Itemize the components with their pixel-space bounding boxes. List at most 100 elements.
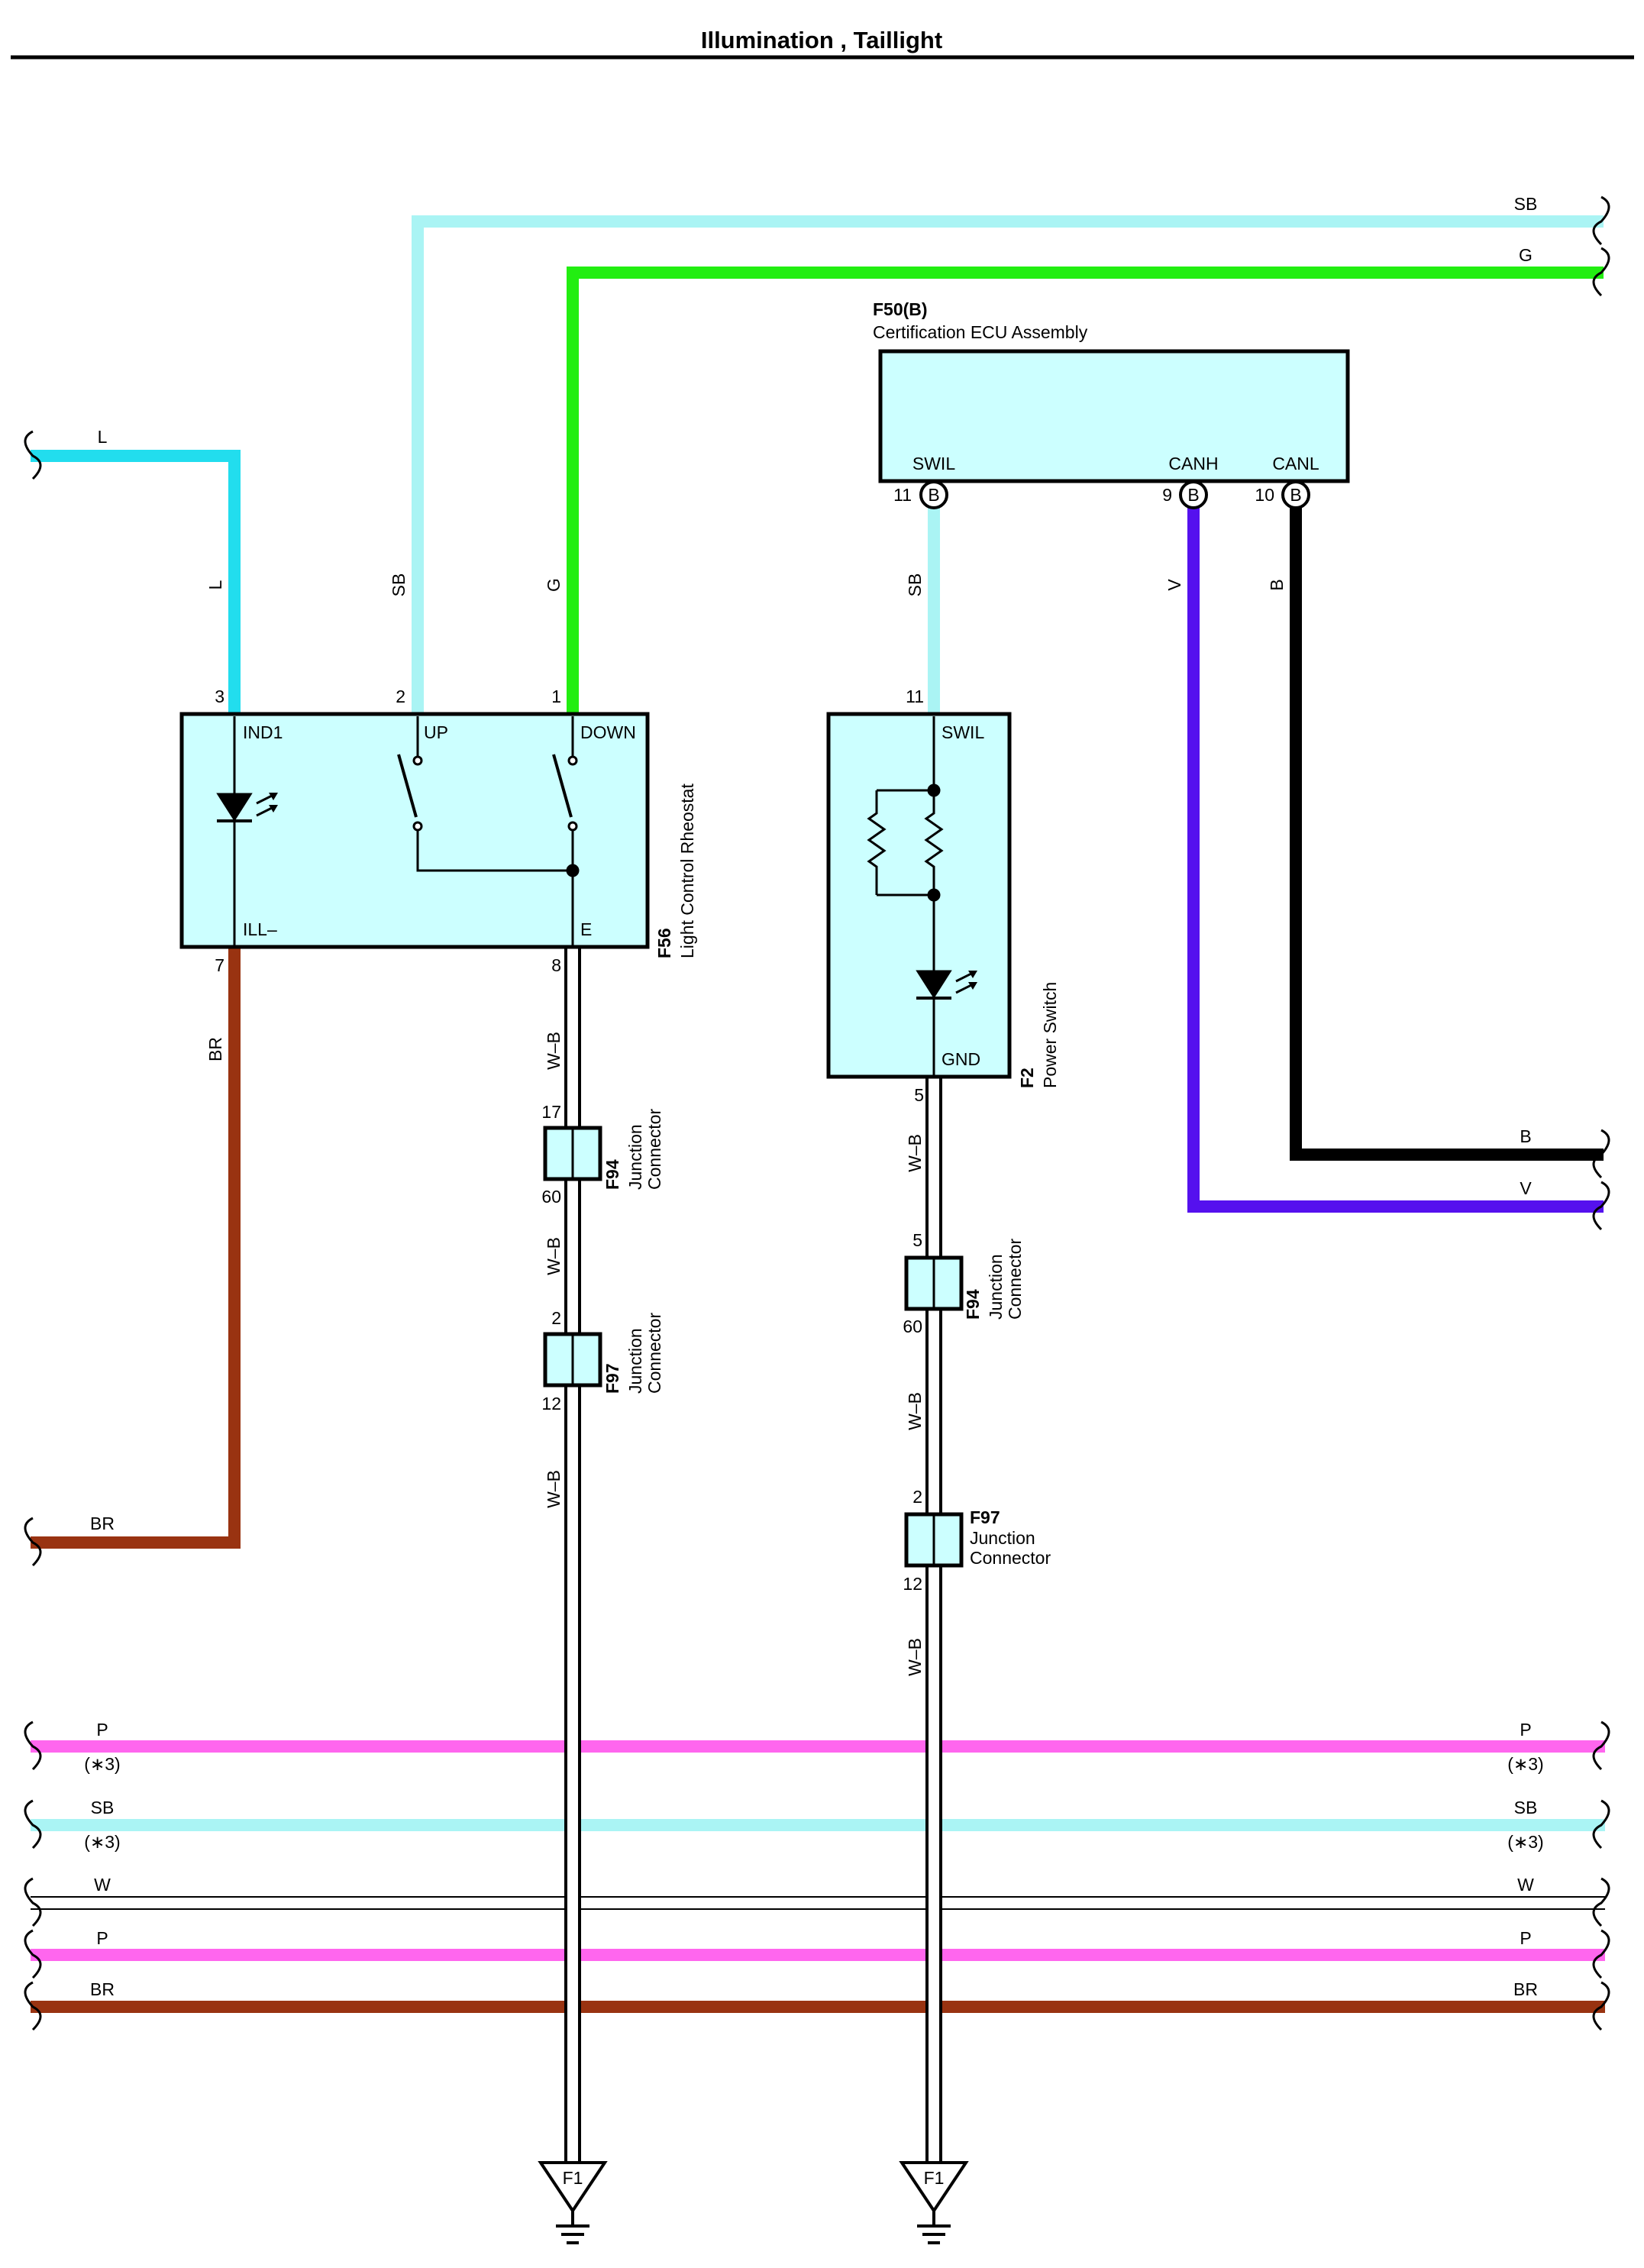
- f50-pin-canh: CANH: [1168, 454, 1218, 473]
- svg-text:W: W: [94, 1875, 111, 1895]
- wire-b-label-end: B: [1520, 1126, 1531, 1146]
- svg-text:2: 2: [912, 1487, 922, 1507]
- wire-l: [31, 450, 241, 714]
- f50-connector-canh: B 9: [1162, 480, 1208, 509]
- wire-sb-top-label-end: SB: [1514, 194, 1538, 214]
- svg-text:7: 7: [215, 955, 224, 975]
- svg-text:SB: SB: [1514, 1798, 1538, 1817]
- f2-led: [916, 970, 977, 1000]
- bus-labels-right: P (∗3) SB (∗3) W P BR: [1507, 1720, 1543, 1999]
- wire-b-label: B: [1267, 579, 1287, 590]
- continuation-bracket: [24, 430, 42, 480]
- wire-wb-label-left-1: W–B: [544, 1032, 564, 1070]
- wire-b-canl: [1290, 495, 1604, 1161]
- svg-text:12: 12: [541, 1394, 561, 1413]
- svg-text:F97: F97: [970, 1507, 1000, 1527]
- svg-text:12: 12: [903, 1574, 922, 1594]
- svg-text:F94: F94: [602, 1159, 622, 1190]
- svg-text:Connector: Connector: [1005, 1239, 1025, 1320]
- svg-text:(∗3): (∗3): [1507, 1754, 1543, 1774]
- svg-text:P: P: [96, 1928, 108, 1948]
- svg-text:Connector: Connector: [644, 1313, 664, 1394]
- bus-brackets: [24, 1720, 1610, 2031]
- bus-labels-left: P (∗3) SB (∗3) W P BR: [84, 1720, 120, 1999]
- ground-f1-right: F1: [899, 2161, 969, 2244]
- f56-switch-down: [552, 716, 580, 945]
- bus-w: [31, 1896, 1605, 1910]
- continuation-bracket: [1592, 195, 1610, 246]
- f2-code: F2: [1017, 1068, 1037, 1088]
- f56-pin-down: DOWN: [580, 722, 636, 742]
- svg-text:Connector: Connector: [970, 1548, 1051, 1568]
- f50-pin-num-9: 9: [1162, 485, 1172, 505]
- wire-sb-f2-label: SB: [905, 573, 925, 597]
- wire-wb-label-right-3: W–B: [905, 1638, 925, 1676]
- f56-pin-ill: ILL–: [243, 919, 277, 939]
- f50-pin-num-10: 10: [1255, 485, 1274, 505]
- f56-pin-e: E: [580, 919, 592, 939]
- f2-pin-num-5: 5: [914, 1085, 924, 1105]
- wire-wb-label-right-1: W–B: [905, 1134, 925, 1172]
- svg-text:F94: F94: [963, 1289, 983, 1320]
- f2-resistors: [867, 716, 944, 1075]
- svg-text:SB: SB: [91, 1798, 115, 1817]
- f2-pin-gnd: GND: [942, 1049, 980, 1069]
- wire-wb-label-right-2: W–B: [905, 1392, 925, 1430]
- svg-text:8: 8: [551, 955, 561, 975]
- svg-text:(∗3): (∗3): [84, 1754, 120, 1774]
- svg-text:B: B: [1187, 485, 1199, 505]
- wire-v-label-end: V: [1520, 1178, 1532, 1198]
- svg-text:Junction: Junction: [986, 1254, 1006, 1320]
- wire-br: [31, 947, 241, 1549]
- f50-pin-canl: CANL: [1272, 454, 1319, 473]
- wire-v-canh: [1187, 495, 1604, 1213]
- svg-text:(∗3): (∗3): [84, 1832, 120, 1852]
- ground-f1-left: F1: [538, 2161, 608, 2244]
- wire-wb-right: [925, 1078, 942, 2178]
- svg-text:2: 2: [396, 687, 405, 706]
- page-title: Illumination , Taillight: [701, 27, 942, 53]
- svg-text:B: B: [928, 485, 939, 505]
- wire-br-label-end: BR: [90, 1514, 115, 1533]
- f56-body: [179, 712, 650, 949]
- svg-text:B: B: [1290, 485, 1301, 505]
- f56-pin-up: UP: [424, 722, 448, 742]
- svg-text:P: P: [1520, 1928, 1531, 1948]
- svg-text:P: P: [1520, 1720, 1531, 1740]
- svg-text:BR: BR: [1513, 1979, 1538, 1999]
- svg-text:Junction: Junction: [625, 1328, 645, 1394]
- junction-f97-left: 2 12 F97 Junction Connector: [541, 1308, 664, 1413]
- f50-pin-swil: SWIL: [912, 454, 955, 473]
- wire-g-label-vertical: G: [544, 578, 564, 592]
- continuation-bracket: [1592, 1129, 1610, 1179]
- f50-code: F50(B): [873, 299, 928, 319]
- f50-pin-num-11: 11: [893, 485, 912, 505]
- svg-text:W: W: [1517, 1875, 1534, 1895]
- wire-sb-top: [412, 215, 1604, 714]
- f50-connector-swil: B 11: [893, 480, 948, 509]
- junction-f94-left: 17 60 F94 Junction Connector: [541, 1102, 664, 1207]
- wire-wb-label-left-2: W–B: [544, 1237, 564, 1275]
- f2-pin-swil: SWIL: [942, 722, 984, 742]
- wire-l-label-vertical: L: [205, 580, 225, 590]
- svg-text:1: 1: [551, 687, 561, 706]
- f56-name: Light Control Rheostat: [677, 783, 697, 958]
- wire-wb-left: [564, 947, 581, 2178]
- f56-led: [216, 716, 278, 945]
- svg-text:3: 3: [215, 687, 224, 706]
- wire-br-label-vertical: BR: [205, 1037, 225, 1061]
- continuation-bracket: [1592, 1181, 1610, 1231]
- wire-wb-label-left-3: W–B: [544, 1470, 564, 1508]
- svg-text:60: 60: [903, 1317, 922, 1336]
- junction-f97-right: 2 12 F97 Junction Connector: [903, 1487, 1051, 1594]
- f50-body: [878, 349, 1350, 483]
- wire-g-top: [567, 267, 1604, 714]
- f2-name: Power Switch: [1040, 982, 1060, 1088]
- f50-name: Certification ECU Assembly: [873, 322, 1088, 342]
- svg-text:F1: F1: [924, 2168, 945, 2188]
- svg-text:F97: F97: [602, 1363, 622, 1394]
- wire-v-label: V: [1164, 579, 1184, 591]
- svg-text:F1: F1: [563, 2168, 583, 2188]
- svg-text:5: 5: [912, 1230, 922, 1250]
- f56-pin-numbers: 3 2 1 7 8: [215, 687, 561, 975]
